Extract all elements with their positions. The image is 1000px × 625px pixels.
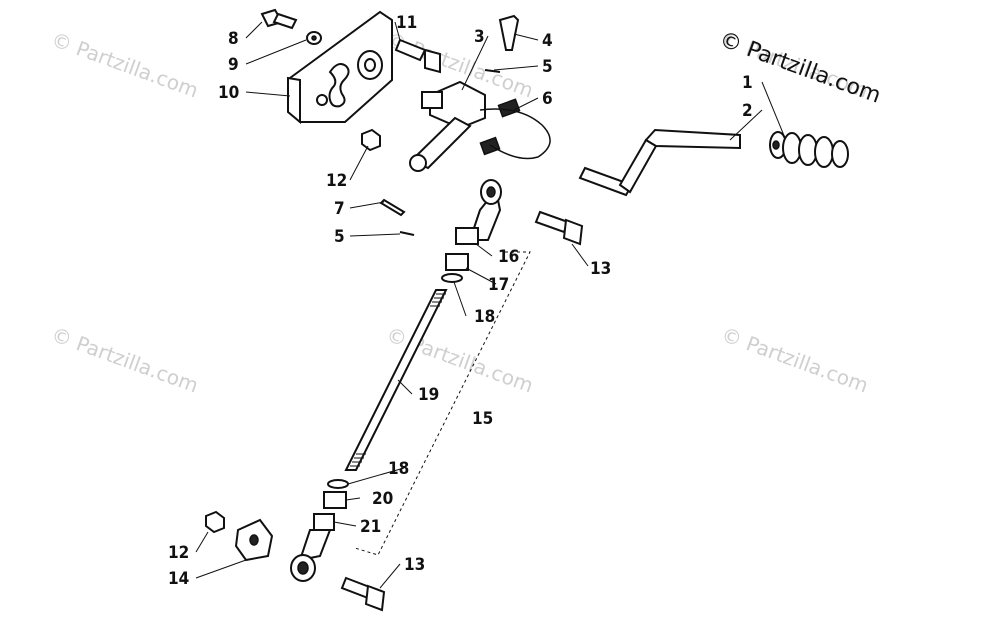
rod-end-lower [298,529,332,562]
nut-12-top [361,128,381,152]
callouts: 1 2 3 4 5 6 7 5 8 9 10 11 12 13 16 17 18… [168,13,753,589]
callout-8: 8 [228,29,239,49]
block-14-hole [249,534,259,546]
watermark: © Partzilla.com [718,322,871,397]
plate-hole [316,94,328,106]
pedal-bend [618,138,658,194]
callout-5-top: 5 [542,57,553,77]
callout-3: 3 [474,27,485,47]
callout-12-top: 12 [326,171,347,191]
threaded-rod [344,289,448,471]
callout-19: 19 [418,385,439,405]
plate-slot [328,63,350,108]
bolt-13-lower-head [364,584,386,612]
nut-20 [323,491,347,509]
lever-shaft [421,91,443,109]
callout-1: 1 [742,73,753,93]
cotter-pin-top [484,69,501,73]
spring-lower [479,136,501,156]
bolt-11-shank [394,38,427,62]
callout-12-bottom: 12 [168,543,189,563]
callout-16: 16 [498,247,519,267]
callout-7: 7 [334,199,345,219]
bolt-8-shank [272,12,298,30]
lever-eye [409,154,427,172]
pedal-arm [644,128,741,150]
pin-4 [498,14,520,51]
lever-arm [410,116,472,170]
drawing [205,8,849,612]
nut-17 [445,253,469,271]
callout-11: 11 [396,13,417,33]
lever-hub [429,80,486,130]
cotter-pin-7 [379,198,406,217]
plate-edge [287,76,301,125]
pedal-rubber [769,131,849,168]
callout-13-top: 13 [590,259,611,279]
bolt-11-head [424,48,441,74]
washer-18-upper [441,273,463,283]
bolt-13-upper-head [562,218,584,246]
callout-18-bottom: 18 [388,459,409,479]
nut-12-lower [205,510,225,534]
watermark: © Partzilla.com [48,322,201,397]
callout-21: 21 [360,517,381,537]
rod-threads [350,293,446,467]
spring-wire [479,108,551,160]
jam-nut-16 [455,227,479,245]
callout-18-top: 18 [474,307,495,327]
callout-2: 2 [742,101,753,121]
callout-13-bottom: 13 [404,555,425,575]
copyright-label: © Partzilla.com [716,27,884,109]
callout-20: 20 [372,489,393,509]
leader-lines [195,21,786,589]
callout-15: 15 [472,409,493,429]
bushing-bore [364,58,376,72]
cotter-pin-5 [399,231,415,236]
watermark: © Partzilla.com [48,27,201,102]
callout-5-bottom: 5 [334,227,345,247]
callout-17: 17 [488,275,509,295]
spring-upper [497,98,521,118]
assembly-bracket-15 [354,251,531,556]
callout-10: 10 [218,83,239,103]
rod-end-lower-ball [297,561,309,575]
washer-18-lower [327,479,349,489]
rod-end-upper-ball [486,186,496,198]
callout-14: 14 [168,569,189,589]
washer-9-hole [311,35,317,41]
jam-nut-21 [313,513,335,531]
bolt-13-upper-shank [534,210,570,234]
pedal-shaft [578,166,634,197]
callout-4: 4 [542,31,553,51]
callout-6: 6 [542,89,553,109]
callout-9: 9 [228,55,239,75]
